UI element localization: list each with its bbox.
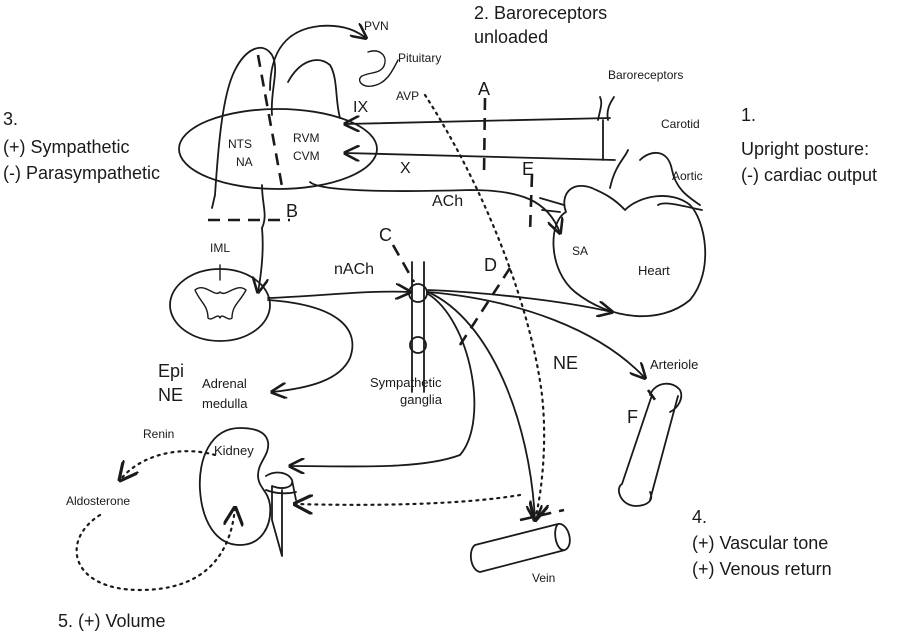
heart-outline [552, 185, 707, 318]
avp-label: AVP [396, 89, 420, 103]
lesion-line-A [482, 97, 487, 176]
postganglionic-arteriole-arrow [427, 291, 645, 378]
na-label: NA [236, 155, 253, 169]
carotid-vessel [597, 96, 615, 161]
rvm-label: RVM [293, 131, 320, 145]
kidney-label: Kidney [214, 443, 254, 458]
lesion-F-label: F [627, 407, 638, 427]
heart-great-vessels [539, 149, 703, 213]
lesion-line-D [458, 267, 512, 346]
aldosterone-volume-dotted-path [75, 508, 235, 592]
brainstem-right-outline [287, 59, 341, 119]
carotid-label: Carotid [661, 117, 700, 131]
step3-line1: (+) Sympathetic [3, 137, 130, 157]
sympathetic-ganglia-label-1: Sympathetic [370, 375, 442, 390]
lesion-E-label: E [522, 159, 535, 179]
aortic-label: Aortic [672, 169, 703, 183]
lesion-line-B-vertical [256, 54, 285, 193]
x-nerve-arrow [345, 153, 616, 160]
vein-vessel [469, 523, 571, 573]
lesion-C-label: C [379, 225, 392, 245]
step4-line1: (+) Vascular tone [692, 533, 829, 553]
brainstem-lower [261, 184, 266, 229]
ganglion-lower [409, 336, 427, 354]
step1-line1: Upright posture: [741, 139, 870, 159]
renin-dotted-path [120, 450, 217, 480]
pvn-label: PVN [364, 19, 389, 33]
sa-node-label: SA [572, 244, 589, 258]
avp-dotted-path [423, 93, 544, 520]
cvm-label: CVM [293, 149, 320, 163]
spinal-grey-matter [194, 264, 247, 320]
pituitary-label: Pituitary [398, 51, 442, 65]
lesion-A-label: A [478, 79, 491, 99]
lesion-D-label: D [484, 255, 497, 275]
kidney-outline [198, 427, 272, 546]
hypothalamic-projection-arrow [269, 26, 366, 91]
medulla-ellipse [178, 108, 378, 190]
step3-line2: (-) Parasympathetic [3, 163, 161, 183]
baroreceptors-label: Baroreceptors [608, 68, 684, 82]
brainstem-outline [211, 46, 277, 209]
vein-label: Vein [532, 571, 556, 585]
renin-label: Renin [143, 427, 175, 441]
step2-line1: 2. Baroreceptors [474, 3, 608, 23]
nach-label: nACh [334, 261, 375, 278]
postganglionic-vein-arrow [427, 291, 535, 520]
lesion-line-E [528, 174, 534, 233]
step1-line2: (-) cardiac output [741, 165, 878, 185]
nts-label: NTS [228, 137, 252, 151]
venous-return-dotted-path [295, 493, 522, 505]
step4-number: 4. [692, 507, 708, 527]
arteriole-label: Arteriole [650, 357, 699, 372]
x-nerve-label: X [400, 160, 411, 177]
postganglionic-kidney-arrow [290, 293, 476, 466]
epi-label: Epi [158, 361, 185, 381]
step3-number: 3. [3, 109, 19, 129]
lesion-line-F [646, 389, 660, 405]
step5-label: 5. (+) Volume [58, 611, 166, 631]
iml-label: IML [210, 241, 231, 255]
preganglionic-arrow [267, 292, 410, 298]
ach-vagal-arrow [309, 181, 560, 233]
adrenal-medulla-label-1: Adrenal [202, 376, 247, 391]
iml-descending-arrow [258, 227, 263, 292]
ne-left-label: NE [158, 385, 184, 405]
ix-nerve-label: IX [353, 99, 369, 116]
adrenal-arrow [267, 299, 354, 392]
lesion-line-C [391, 244, 416, 283]
adrenal-medulla-label-2: medulla [202, 396, 248, 411]
pituitary-outline [358, 50, 399, 88]
step4-line2: (+) Venous return [692, 559, 832, 579]
ix-nerve-arrow [345, 118, 611, 124]
aldosterone-label: Aldosterone [66, 494, 131, 508]
step1-number: 1. [741, 105, 757, 125]
ganglion-upper [408, 283, 428, 303]
lesion-B-label: B [286, 201, 299, 221]
lesion-line-vein [519, 508, 565, 522]
heart-label: Heart [638, 263, 670, 278]
step2-line2: unloaded [474, 27, 549, 47]
renal-artery-ureter [265, 471, 297, 557]
ach-label: ACh [432, 193, 464, 210]
sympathetic-ganglia-label-2: ganglia [400, 392, 442, 407]
sympathetic-chain [411, 261, 425, 393]
ne-right-label: NE [553, 353, 579, 373]
arteriole-vessel [618, 382, 683, 507]
